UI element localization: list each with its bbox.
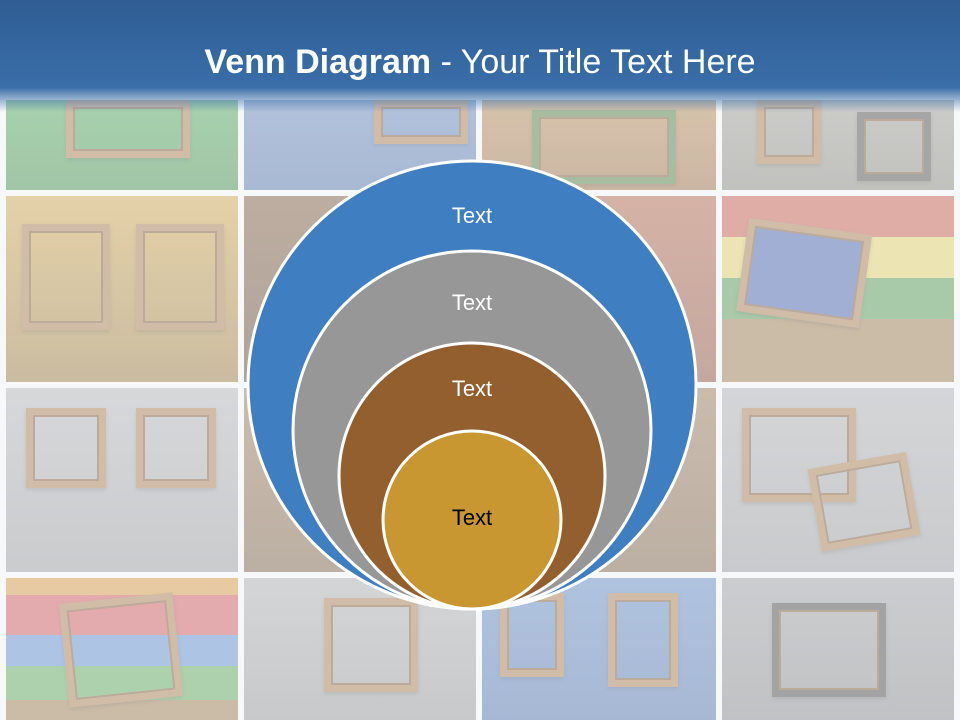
slide-title: Venn Diagram - Your Title Text Here (0, 40, 960, 84)
inner-circle-label: Text (452, 505, 492, 530)
outer-circle-label: Text (452, 203, 492, 228)
third-circle-label: Text (452, 376, 492, 401)
title-rest: - Your Title Text Here (431, 43, 756, 81)
second-circle-label: Text (452, 290, 492, 315)
title-bar (0, 0, 960, 112)
title-bold: Venn Diagram (204, 43, 432, 81)
inner-circle (381, 429, 563, 611)
